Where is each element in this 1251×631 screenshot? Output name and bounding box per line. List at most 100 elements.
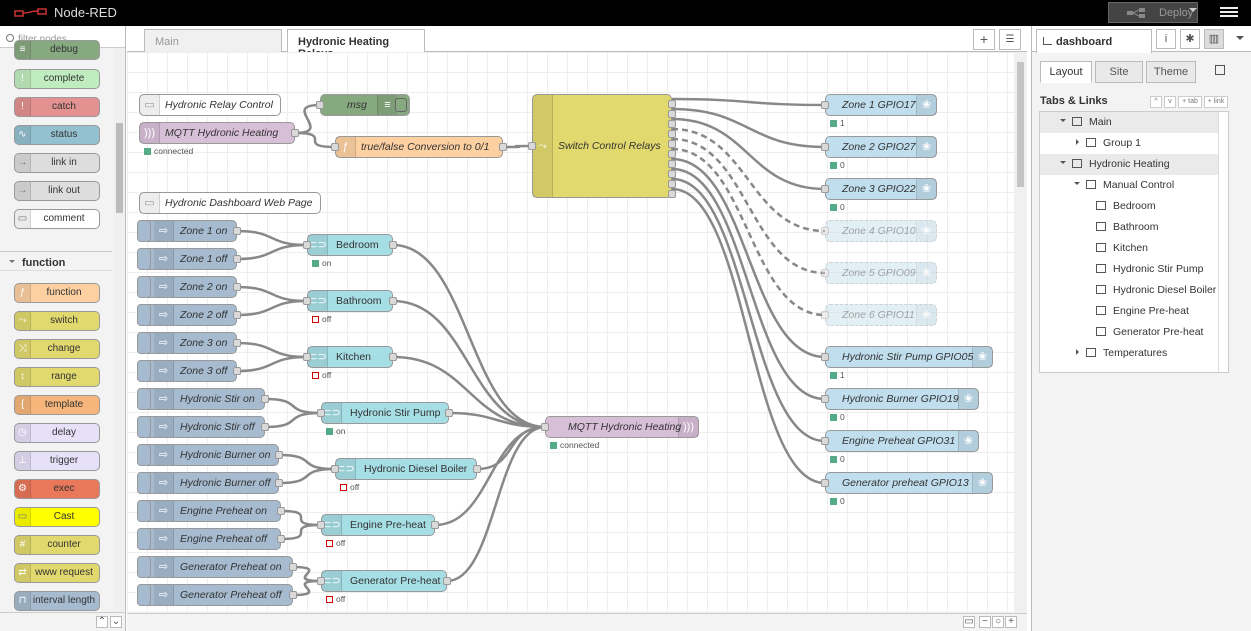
- tree-item-group-1[interactable]: Group 1: [1040, 133, 1218, 154]
- wire[interactable]: [671, 157, 826, 359]
- wire[interactable]: [671, 187, 826, 485]
- add-tab-button[interactable]: + tab: [1178, 96, 1202, 108]
- collapse-up-icon[interactable]: ^: [1150, 96, 1162, 108]
- inject-trigger-button[interactable]: [137, 556, 151, 578]
- input-port[interactable]: [821, 353, 829, 361]
- palette-node-www-request[interactable]: ⇄www request: [14, 563, 100, 583]
- sidebar-menu-chevron-icon[interactable]: [1236, 36, 1244, 44]
- output-port[interactable]: [277, 535, 285, 543]
- input-port[interactable]: [331, 465, 339, 473]
- palette-scrollbar[interactable]: [114, 48, 125, 630]
- input-port[interactable]: [821, 395, 829, 403]
- zoom-out-icon[interactable]: −: [979, 616, 991, 628]
- wire[interactable]: [236, 285, 308, 303]
- dashboard-switch-hydronic-stir-pump[interactable]: ⊂⊃Hydronic Stir Pump: [317, 402, 453, 424]
- dashboard-switch-generator-pre-heat[interactable]: ⊂⊃Generator Pre-heat: [317, 570, 451, 592]
- input-port[interactable]: [303, 297, 311, 305]
- wire[interactable]: [236, 299, 308, 317]
- comment-hydronic-dashboard-web-page[interactable]: ▭Hydronic Dashboard Web Page: [139, 192, 321, 214]
- palette-node-counter[interactable]: #counter: [14, 535, 100, 555]
- inject-trigger-button[interactable]: [137, 416, 151, 438]
- inject-hydronic-stir-off[interactable]: ⇨Hydronic Stir off: [137, 416, 269, 438]
- palette-node-comment[interactable]: ▭comment: [14, 209, 100, 229]
- output-port[interactable]: [443, 577, 451, 585]
- wire[interactable]: [264, 397, 322, 415]
- debug-bug-icon[interactable]: ✱: [1180, 29, 1200, 49]
- inject-engine-preheat-on[interactable]: ⇨Engine Preheat on: [137, 500, 285, 522]
- inject-trigger-button[interactable]: [137, 584, 151, 606]
- tree-item-hydronic-stir-pump[interactable]: Hydronic Stir Pump: [1040, 259, 1218, 280]
- output-port[interactable]: [233, 311, 241, 319]
- gpio-out-zone-4-gpio10[interactable]: ❀Zone 4 GPIO10: [821, 220, 937, 242]
- dashboard-switch-hydronic-diesel-boiler[interactable]: ⊂⊃Hydronic Diesel Boiler: [331, 458, 481, 480]
- inject-hydronic-stir-on[interactable]: ⇨Hydronic Stir on: [137, 388, 269, 410]
- inject-zone-1-off[interactable]: ⇨Zone 1 off: [137, 248, 241, 270]
- dashboard-switch-kitchen[interactable]: ⊂⊃Kitchen: [303, 346, 397, 368]
- tab-dashboard[interactable]: dashboard: [1036, 29, 1152, 53]
- wire[interactable]: [236, 229, 308, 247]
- wire[interactable]: [671, 147, 826, 317]
- output-port[interactable]: [289, 563, 297, 571]
- palette-node-interval-length[interactable]: ⊓interval length: [14, 591, 100, 611]
- input-port[interactable]: [317, 577, 325, 585]
- wire[interactable]: [671, 137, 826, 275]
- inject-generator-preheat-on[interactable]: ⇨Generator Preheat on: [137, 556, 297, 578]
- mqtt-in-node[interactable]: )))MQTT Hydronic Heating: [139, 122, 299, 144]
- scrollbar-thumb[interactable]: [1017, 62, 1024, 187]
- wire[interactable]: [278, 467, 336, 485]
- open-dashboard-external-icon[interactable]: [1215, 65, 1225, 75]
- wire[interactable]: [434, 425, 546, 527]
- inject-trigger-button[interactable]: [137, 332, 151, 354]
- input-port[interactable]: [821, 269, 829, 277]
- output-port[interactable]: [233, 367, 241, 375]
- wire[interactable]: [446, 425, 546, 583]
- inject-generator-preheat-off[interactable]: ⇨Generator Preheat off: [137, 584, 297, 606]
- tree-item-kitchen[interactable]: Kitchen: [1040, 238, 1218, 259]
- flow-canvas[interactable]: ▭Hydronic Relay Control▭Hydronic Dashboa…: [127, 52, 1017, 625]
- switch-output-port[interactable]: [668, 150, 676, 158]
- tree-item-temperatures[interactable]: Temperatures: [1040, 343, 1218, 364]
- inject-trigger-button[interactable]: [137, 500, 151, 522]
- wire[interactable]: [264, 411, 322, 429]
- wire[interactable]: [448, 411, 546, 429]
- subtab-theme[interactable]: Theme: [1146, 61, 1196, 83]
- zoom-reset-icon[interactable]: ○: [992, 616, 1004, 628]
- wire[interactable]: [280, 509, 322, 527]
- switch-output-port[interactable]: [668, 180, 676, 188]
- gpio-out-engine-preheat-gpio31[interactable]: ❀Engine Preheat GPIO31: [821, 430, 979, 452]
- inject-trigger-button[interactable]: [137, 528, 151, 550]
- gpio-out-zone-1-gpio17[interactable]: ❀Zone 1 GPIO17: [821, 94, 937, 116]
- palette-node-cast[interactable]: ▭Cast: [14, 507, 100, 527]
- output-port[interactable]: [233, 283, 241, 291]
- add-flow-icon[interactable]: +: [973, 29, 995, 50]
- gpio-out-zone-3-gpio22[interactable]: ❀Zone 3 GPIO22: [821, 178, 937, 200]
- inject-trigger-button[interactable]: [137, 276, 151, 298]
- inject-engine-preheat-off[interactable]: ⇨Engine Preheat off: [137, 528, 285, 550]
- tab-hydronic-heating-relays[interactable]: Hydronic Heating Relays: [287, 29, 425, 60]
- wire[interactable]: [671, 127, 826, 233]
- wire[interactable]: [294, 103, 321, 135]
- dashboard-chart-icon[interactable]: ▥: [1204, 29, 1224, 49]
- palette-node-link-out[interactable]: →link out: [14, 181, 100, 201]
- output-port[interactable]: [277, 507, 285, 515]
- input-port[interactable]: [316, 101, 324, 109]
- switch-output-port[interactable]: [668, 170, 676, 178]
- inject-hydronic-burner-on[interactable]: ⇨Hydronic Burner on: [137, 444, 283, 466]
- inject-trigger-button[interactable]: [137, 472, 151, 494]
- tree-item-generator-pre-heat[interactable]: Generator Pre-heat: [1040, 322, 1218, 343]
- palette-node-trigger[interactable]: ⊥trigger: [14, 451, 100, 471]
- expand-all-icon[interactable]: ⌄: [110, 616, 122, 628]
- inject-zone-2-off[interactable]: ⇨Zone 2 off: [137, 304, 241, 326]
- output-port[interactable]: [233, 227, 241, 235]
- dashboard-switch-bedroom[interactable]: ⊂⊃Bedroom: [303, 234, 397, 256]
- deploy-button[interactable]: Deploy: [1108, 2, 1198, 23]
- output-port[interactable]: [289, 591, 297, 599]
- gpio-out-zone-6-gpio11[interactable]: ❀Zone 6 GPIO11: [821, 304, 937, 326]
- inject-hydronic-burner-off[interactable]: ⇨Hydronic Burner off: [137, 472, 283, 494]
- wire[interactable]: [671, 167, 826, 401]
- wire[interactable]: [671, 177, 826, 443]
- palette-node-delay[interactable]: ◷delay: [14, 423, 100, 443]
- output-port[interactable]: [473, 465, 481, 473]
- tree-item-hydronic-diesel-boiler[interactable]: Hydronic Diesel Boiler: [1040, 280, 1218, 301]
